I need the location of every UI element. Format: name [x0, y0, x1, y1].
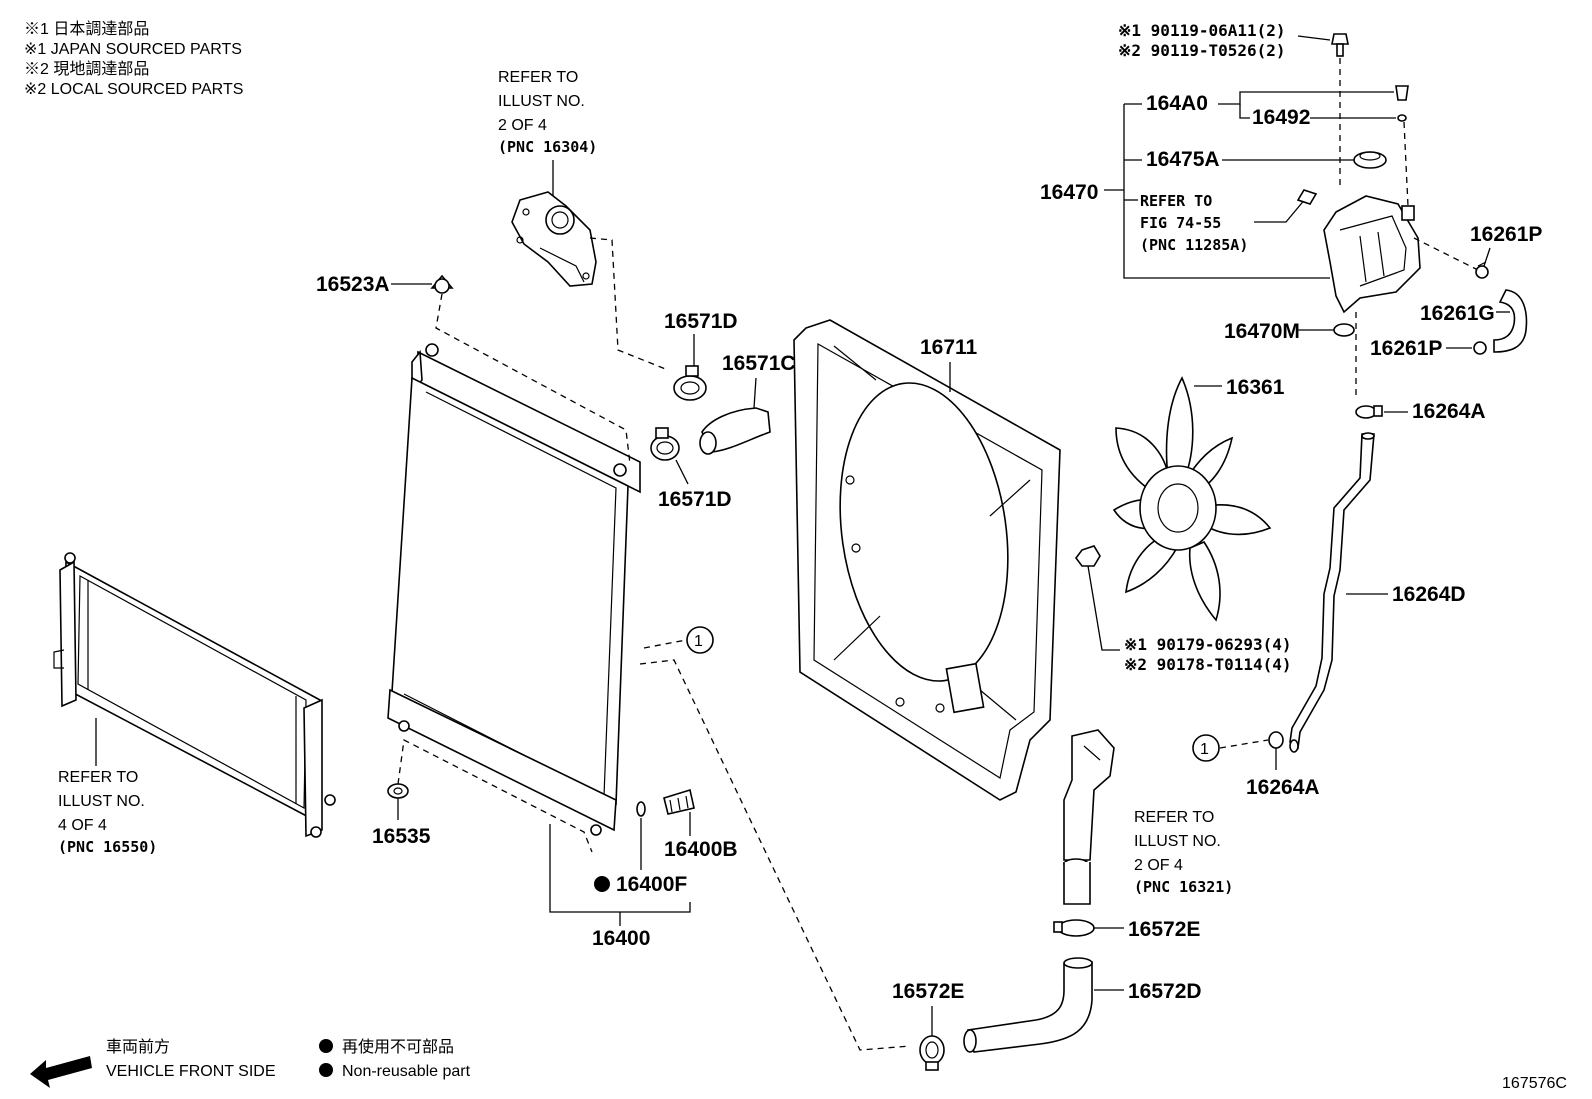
water-inlet-housing-icon — [511, 191, 597, 287]
lower-clamp-right-icon — [1053, 919, 1095, 937]
ref-marker-1-text: 1 — [694, 633, 703, 650]
refer-line: (PNC 16304) — [498, 138, 597, 156]
nonreusable-jp: 再使用不可部品 — [342, 1038, 454, 1056]
hose-clip-top-icon — [1355, 405, 1383, 419]
water-outlet-icon — [1063, 729, 1115, 905]
nonreusable-dot-legend-icon — [319, 1063, 333, 1077]
label-16361: 16361 — [1226, 376, 1285, 399]
refer-line: REFER TO — [1140, 192, 1212, 210]
label-16572E-right: 16572E — [1128, 918, 1200, 941]
tank-bolt-icon — [1331, 33, 1349, 57]
direction-jp: 車両前方 — [106, 1038, 170, 1056]
bolt-fan-line-1: ※1 90179-06293(4) — [1124, 635, 1292, 654]
label-16470M: 16470M — [1224, 320, 1300, 343]
refer-line: 2 OF 4 — [1134, 857, 1183, 874]
ref-marker-1b — [1192, 734, 1220, 762]
drain-plug-icon — [636, 788, 695, 817]
label-16571D-bottom: 16571D — [658, 488, 732, 511]
label-16400B: 16400B — [664, 838, 738, 861]
refer-line: ILLUST NO. — [58, 793, 145, 810]
sourcing-legend: ※1 日本調達部品 ※1 JAPAN SOURCED PARTS ※2 現地調達… — [24, 20, 243, 98]
nonreusable-legend: 再使用不可部品 Non-reusable part — [319, 1038, 471, 1080]
refer-line: 2 OF 4 — [498, 117, 547, 134]
overflow-hose-icon — [1493, 289, 1528, 353]
nonreusable-dot-icon — [594, 876, 610, 892]
refer-line: 4 OF 4 — [58, 817, 107, 834]
lower-clamp-bottom-icon — [919, 1035, 945, 1071]
condenser-reference: REFER TO ILLUST NO. 4 OF 4 (PNC 16550) — [58, 769, 157, 856]
refer-line: REFER TO — [1134, 809, 1214, 826]
label-16261P-bottom: 16261P — [1370, 337, 1442, 360]
water-pump-reference: REFER TO ILLUST NO. 2 OF 4 (PNC 16304) — [498, 69, 669, 371]
lower-hose-icon — [963, 957, 1093, 1053]
refer-line: (PNC 16321) — [1134, 878, 1233, 896]
hose-clamp-top-icon — [673, 365, 707, 401]
label-16535: 16535 — [372, 825, 431, 848]
refer-line: ILLUST NO. — [1134, 833, 1221, 850]
label-16261G: 16261G — [1420, 302, 1495, 325]
label-16492: 16492 — [1252, 106, 1310, 129]
label-16572E-bottom: 16572E — [892, 980, 964, 1003]
label-16571C: 16571C — [722, 352, 796, 375]
ref-marker-1 — [686, 626, 714, 654]
label-16470: 16470 — [1040, 181, 1098, 204]
tank-bolt-numbers: ※1 90119-06A11(2) ※2 90119-T0526(2) — [1118, 21, 1286, 60]
direction-en: VEHICLE FRONT SIDE — [106, 1063, 276, 1080]
reservoir-tank-icon — [1323, 195, 1421, 314]
drain-cock-icon — [1395, 85, 1409, 122]
label-16400: 16400 — [592, 927, 650, 950]
radiator-cap-icon — [430, 274, 454, 294]
clip-bottom-icon — [1473, 341, 1487, 355]
legend-line-4: ※2 LOCAL SOURCED PARTS — [24, 81, 243, 98]
fig-reference: REFER TO FIG 74-55 (PNC 11285A) — [1124, 189, 1318, 254]
hose-clip-bottom-icon — [1268, 731, 1284, 749]
radiator-icon — [387, 343, 641, 836]
bolt-tank-line-2: ※2 90119-T0526(2) — [1118, 41, 1286, 60]
hose-clamp-bottom-icon — [650, 427, 680, 461]
nonreusable-en: Non-reusable part — [342, 1063, 471, 1080]
clip-top-icon — [1475, 261, 1489, 279]
refer-line: (PNC 16550) — [58, 838, 157, 856]
refer-line: FIG 74-55 — [1140, 214, 1221, 232]
label-16572D: 16572D — [1128, 980, 1202, 1003]
label-16261P-top: 16261P — [1470, 223, 1542, 246]
label-16400F: 16400F — [616, 873, 687, 896]
refer-line: (PNC 11285A) — [1140, 236, 1248, 254]
refer-line: ILLUST NO. — [498, 93, 585, 110]
label-16264A-top: 16264A — [1412, 400, 1486, 423]
reservoir-hose-icon — [1289, 432, 1375, 753]
upper-hose-icon — [699, 407, 771, 455]
bolt-fan-line-2: ※2 90178-T0114(4) — [1124, 655, 1292, 674]
cushion-icon — [387, 783, 409, 799]
fan-nut-bolt-numbers: ※1 90179-06293(4) ※2 90178-T0114(4) — [1124, 635, 1292, 674]
water-outlet-reference: REFER TO ILLUST NO. 2 OF 4 (PNC 16321) — [1134, 809, 1233, 896]
legend-line-3: ※2 現地調達部品 — [24, 60, 149, 78]
vehicle-front-legend: 車両前方 VEHICLE FRONT SIDE — [30, 1038, 276, 1088]
bolt-tank-line-1: ※1 90119-06A11(2) — [1118, 21, 1286, 40]
front-arrow-icon — [30, 1056, 92, 1088]
refer-line: REFER TO — [58, 769, 138, 786]
nonreusable-dot-legend-icon — [319, 1039, 333, 1053]
condenser-icon — [53, 552, 336, 838]
legend-line-1: ※1 日本調達部品 — [24, 20, 149, 38]
label-16523A: 16523A — [316, 273, 390, 296]
cooling-fan-icon — [1112, 376, 1272, 622]
ref-marker-1b-text: 1 — [1200, 741, 1209, 758]
label-16475A: 16475A — [1146, 148, 1220, 171]
label-16571D-top: 16571D — [664, 310, 738, 333]
fan-nut-icon — [1075, 545, 1101, 567]
reservoir-cap-icon — [1353, 151, 1387, 169]
grommet-icon — [1333, 323, 1355, 337]
label-16264A-bottom: 16264A — [1246, 776, 1320, 799]
figure-id: 167576C — [1502, 1075, 1567, 1092]
label-16711: 16711 — [920, 336, 978, 359]
refer-line: REFER TO — [498, 69, 578, 86]
fan-shroud-icon — [793, 319, 1061, 801]
label-164A0: 164A0 — [1146, 92, 1208, 115]
label-16264D: 16264D — [1392, 583, 1466, 606]
legend-line-2: ※1 JAPAN SOURCED PARTS — [24, 41, 242, 58]
